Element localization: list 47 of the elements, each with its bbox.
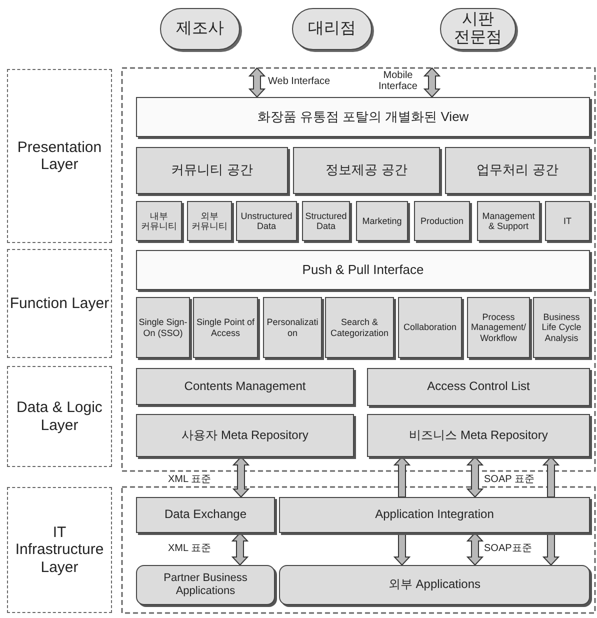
block-arrow (231, 532, 249, 566)
edge-label: XML 표준 (168, 543, 211, 554)
layer-label: IT Infrastructure Layer (7, 487, 112, 613)
module-box: Unstructured Data (236, 201, 297, 241)
application-box: Partner Business Applications (136, 565, 275, 605)
module-box: Structured Data (302, 201, 350, 241)
data-box: Contents Management (136, 368, 354, 405)
block-arrow (393, 532, 411, 566)
integration-box: Data Exchange (136, 497, 275, 533)
function-box: Search & Categorization (325, 297, 394, 358)
view-box: 화장품 유통점 포탈의 개별화된 View (136, 97, 590, 137)
repository-box: 비즈니스 Meta Repository (367, 414, 590, 457)
function-box: Personalization (263, 297, 322, 358)
module-box: 내부 커뮤니티 (136, 201, 182, 241)
space-box: 커뮤니티 공간 (136, 147, 288, 194)
module-box: IT (545, 201, 590, 241)
block-arrow (466, 532, 484, 566)
function-box: Single Point of Access (193, 297, 258, 358)
function-box: Process Management/Workflow (467, 297, 530, 358)
application-box: 외부 Applications (279, 565, 590, 605)
module-box: 외부 커뮤니티 (187, 201, 232, 241)
block-arrow (542, 456, 560, 498)
interface-box: Push & Pull Interface (136, 250, 590, 290)
layer-label: Presentation Layer (7, 69, 112, 243)
space-box: 정보제공 공간 (293, 147, 440, 194)
edge-label: SOAP표준 (484, 543, 532, 554)
module-box: Production (414, 201, 470, 241)
function-box: Collaboration (398, 297, 462, 358)
block-arrow (232, 456, 250, 498)
layer-label: Data & Logic Layer (7, 366, 112, 467)
edge-label: SOAP 표준 (484, 474, 534, 485)
edge-label: Web Interface (268, 76, 330, 87)
repository-box: 사용자 Meta Repository (136, 414, 354, 457)
function-box: Business Life Cycle Analysis (533, 297, 590, 358)
module-box: Management & Support (477, 201, 540, 241)
block-arrow (423, 67, 441, 98)
layer-label: Function Layer (7, 249, 112, 358)
block-arrow (248, 67, 266, 98)
block-arrow (466, 456, 484, 498)
block-arrow (542, 532, 560, 566)
space-box: 업무처리 공간 (445, 147, 590, 194)
block-arrow (393, 456, 411, 498)
edge-label: XML 표준 (168, 474, 211, 485)
module-box: Marketing (356, 201, 408, 241)
data-box: Access Control List (367, 368, 590, 406)
integration-box: Application Integration (279, 497, 590, 533)
function-box: Single Sign-On (SSO) (136, 297, 190, 358)
